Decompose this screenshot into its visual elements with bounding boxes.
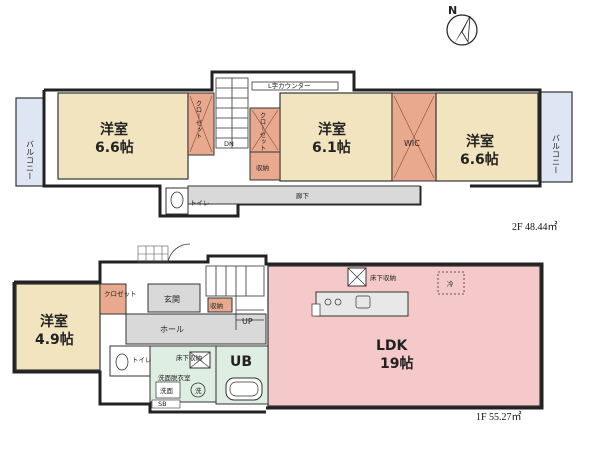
stove-burner-icon bbox=[334, 298, 342, 306]
fridge-space bbox=[437, 271, 465, 295]
sink-icon bbox=[355, 295, 371, 309]
bedroom-2f-left bbox=[57, 92, 189, 180]
vanity-icon bbox=[155, 381, 181, 399]
balcony-left-label: バルコニー bbox=[26, 140, 35, 180]
shoe-box bbox=[151, 399, 181, 409]
bedroom-1f bbox=[15, 283, 101, 371]
stairs-2f bbox=[215, 77, 249, 149]
floor1-plan bbox=[12, 243, 544, 414]
underfloor-storage-ldk-label: 床下収納 bbox=[370, 273, 396, 282]
entrance-porch bbox=[137, 245, 169, 263]
bathtub-icon bbox=[225, 377, 263, 401]
hall-1f bbox=[125, 313, 267, 345]
room-2f-left-name: 洋室 bbox=[100, 121, 128, 138]
compass-letter: N bbox=[448, 4, 457, 17]
toilet-1f-label: トイレ bbox=[132, 356, 152, 364]
kitchen-side-unit bbox=[311, 303, 321, 317]
toilet-2f-label: トイレ bbox=[190, 199, 210, 207]
washing-machine-label: 洗 bbox=[195, 386, 202, 395]
ldk-name: LDK bbox=[376, 338, 409, 354]
vanity-label: 洗面 bbox=[160, 386, 174, 395]
closet-1f-label: クロゼット bbox=[104, 289, 137, 298]
floor1-area: 1F 55.27㎡ bbox=[476, 411, 522, 423]
room-2f-middle-name: 洋室 bbox=[318, 121, 346, 138]
unit-bath-label: UB bbox=[230, 354, 252, 370]
toilet-icon bbox=[115, 353, 129, 371]
l-counter-label: L字カウンター bbox=[268, 81, 311, 90]
balcony-left bbox=[15, 97, 45, 187]
room-1f-size: 4.9帖 bbox=[35, 331, 74, 348]
toilet-2f bbox=[165, 187, 189, 215]
underfloor-storage-bath-label: 床下収納 bbox=[176, 353, 202, 362]
wic-label: WIC bbox=[404, 139, 420, 148]
toilet-icon bbox=[170, 191, 184, 209]
storage-2f-label: 収納 bbox=[256, 163, 269, 172]
washroom-label: 洗面脱衣室 bbox=[158, 373, 191, 382]
balcony-right-label: バルコニー bbox=[552, 134, 561, 174]
room-2f-middle-size: 6.1帖 bbox=[312, 139, 351, 156]
hall-1f-label: ホール bbox=[160, 325, 184, 334]
balcony-right bbox=[539, 91, 573, 183]
ldk-size: 19帖 bbox=[380, 355, 413, 372]
room-2f-left-size: 6.6帖 bbox=[95, 139, 134, 156]
storage-1f-label: 収納 bbox=[210, 301, 223, 310]
toilet-1f bbox=[109, 345, 151, 377]
stairs-down-label: DN bbox=[224, 140, 234, 148]
floor2-area: 2F 48.44㎡ bbox=[512, 221, 558, 233]
entrance-label: 玄関 bbox=[164, 294, 180, 304]
ldk bbox=[267, 265, 541, 407]
stove-burner-icon bbox=[324, 298, 332, 306]
shoe-box-label: SB bbox=[158, 400, 167, 408]
l-counter bbox=[251, 81, 339, 91]
closet-1f bbox=[99, 283, 127, 315]
washing-machine-icon bbox=[190, 382, 206, 398]
north-arrow-icon bbox=[446, 14, 478, 46]
bedroom-2f-right bbox=[435, 92, 539, 182]
fridge-label: 冷 bbox=[447, 279, 454, 288]
room-2f-right-name: 洋室 bbox=[466, 133, 494, 150]
closet-2f-middle-label: クローゼット bbox=[258, 112, 266, 152]
hall-2f-label: 廊下 bbox=[296, 191, 310, 200]
front-door-icon bbox=[167, 243, 191, 263]
closet-2f-left-label: クローゼット bbox=[194, 100, 202, 140]
room-1f-name: 洋室 bbox=[40, 313, 68, 330]
floor2-plan bbox=[15, 70, 573, 218]
bedroom-2f-middle bbox=[279, 92, 393, 182]
stairs-up-label: UP bbox=[242, 317, 253, 326]
room-2f-right-size: 6.6帖 bbox=[460, 151, 499, 168]
storage-2f bbox=[249, 151, 281, 181]
stairs-1f bbox=[205, 265, 265, 330]
entrance bbox=[147, 283, 201, 313]
storage-1f bbox=[207, 297, 233, 313]
